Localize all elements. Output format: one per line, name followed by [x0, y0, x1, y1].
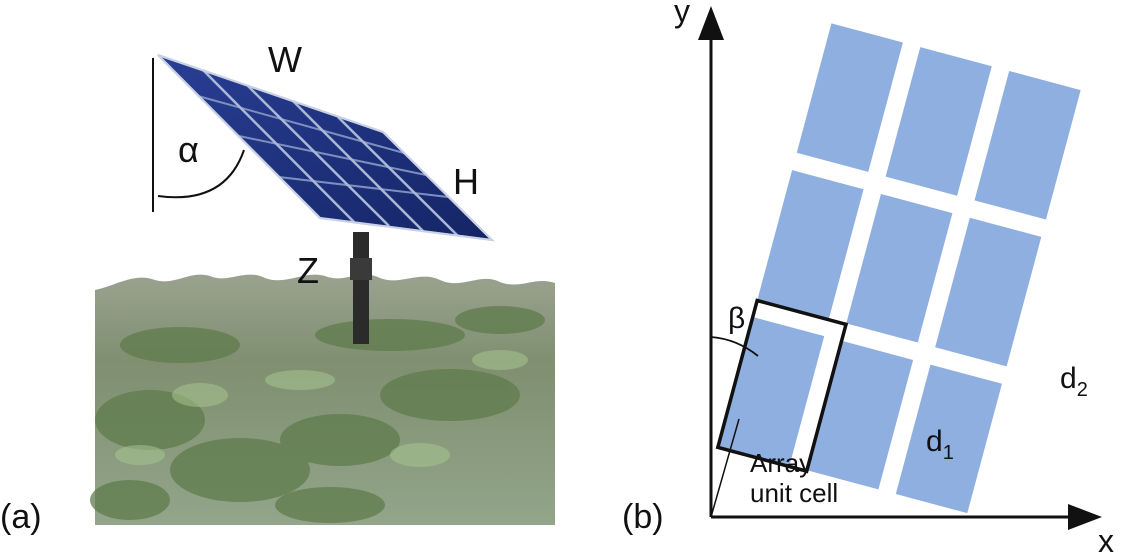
foliage [90, 306, 545, 523]
unit-cell-diagonal [710, 418, 740, 518]
module [885, 47, 992, 196]
alpha-arc [157, 149, 245, 199]
unit-cell-caption-line1: Array [750, 448, 812, 478]
module [846, 193, 953, 343]
module [796, 23, 903, 172]
beta-angle-label: β [728, 302, 745, 335]
x-axis-arrowhead [1068, 504, 1102, 530]
panel-a: α W H Z (a) [0, 39, 555, 536]
tracker-post [353, 232, 369, 344]
module [974, 70, 1081, 220]
module [935, 217, 1042, 367]
width-label: W [268, 39, 302, 80]
tilt-angle-label: α [178, 129, 199, 170]
module-array [718, 23, 1081, 514]
panel-b: y x β d1 d2 Array unit [622, 0, 1114, 556]
beta-arc [710, 336, 759, 357]
panel-b-tag: (b) [622, 498, 664, 536]
y-axis-label: y [674, 0, 690, 29]
unit-cell-caption-line2: unit cell [750, 478, 838, 508]
unit-cell-outline [715, 298, 849, 474]
gap-label-d2: d2 [1060, 362, 1088, 401]
module [757, 170, 864, 319]
x-axis-label: x [1098, 523, 1114, 556]
solar-panel [157, 54, 495, 242]
panel-a-tag: (a) [0, 498, 42, 536]
height-label: H [453, 161, 479, 202]
module [895, 364, 1002, 514]
gap-label-d1: d1 [926, 425, 954, 464]
y-axis-arrowhead [698, 6, 724, 40]
post-label: Z [297, 250, 319, 291]
